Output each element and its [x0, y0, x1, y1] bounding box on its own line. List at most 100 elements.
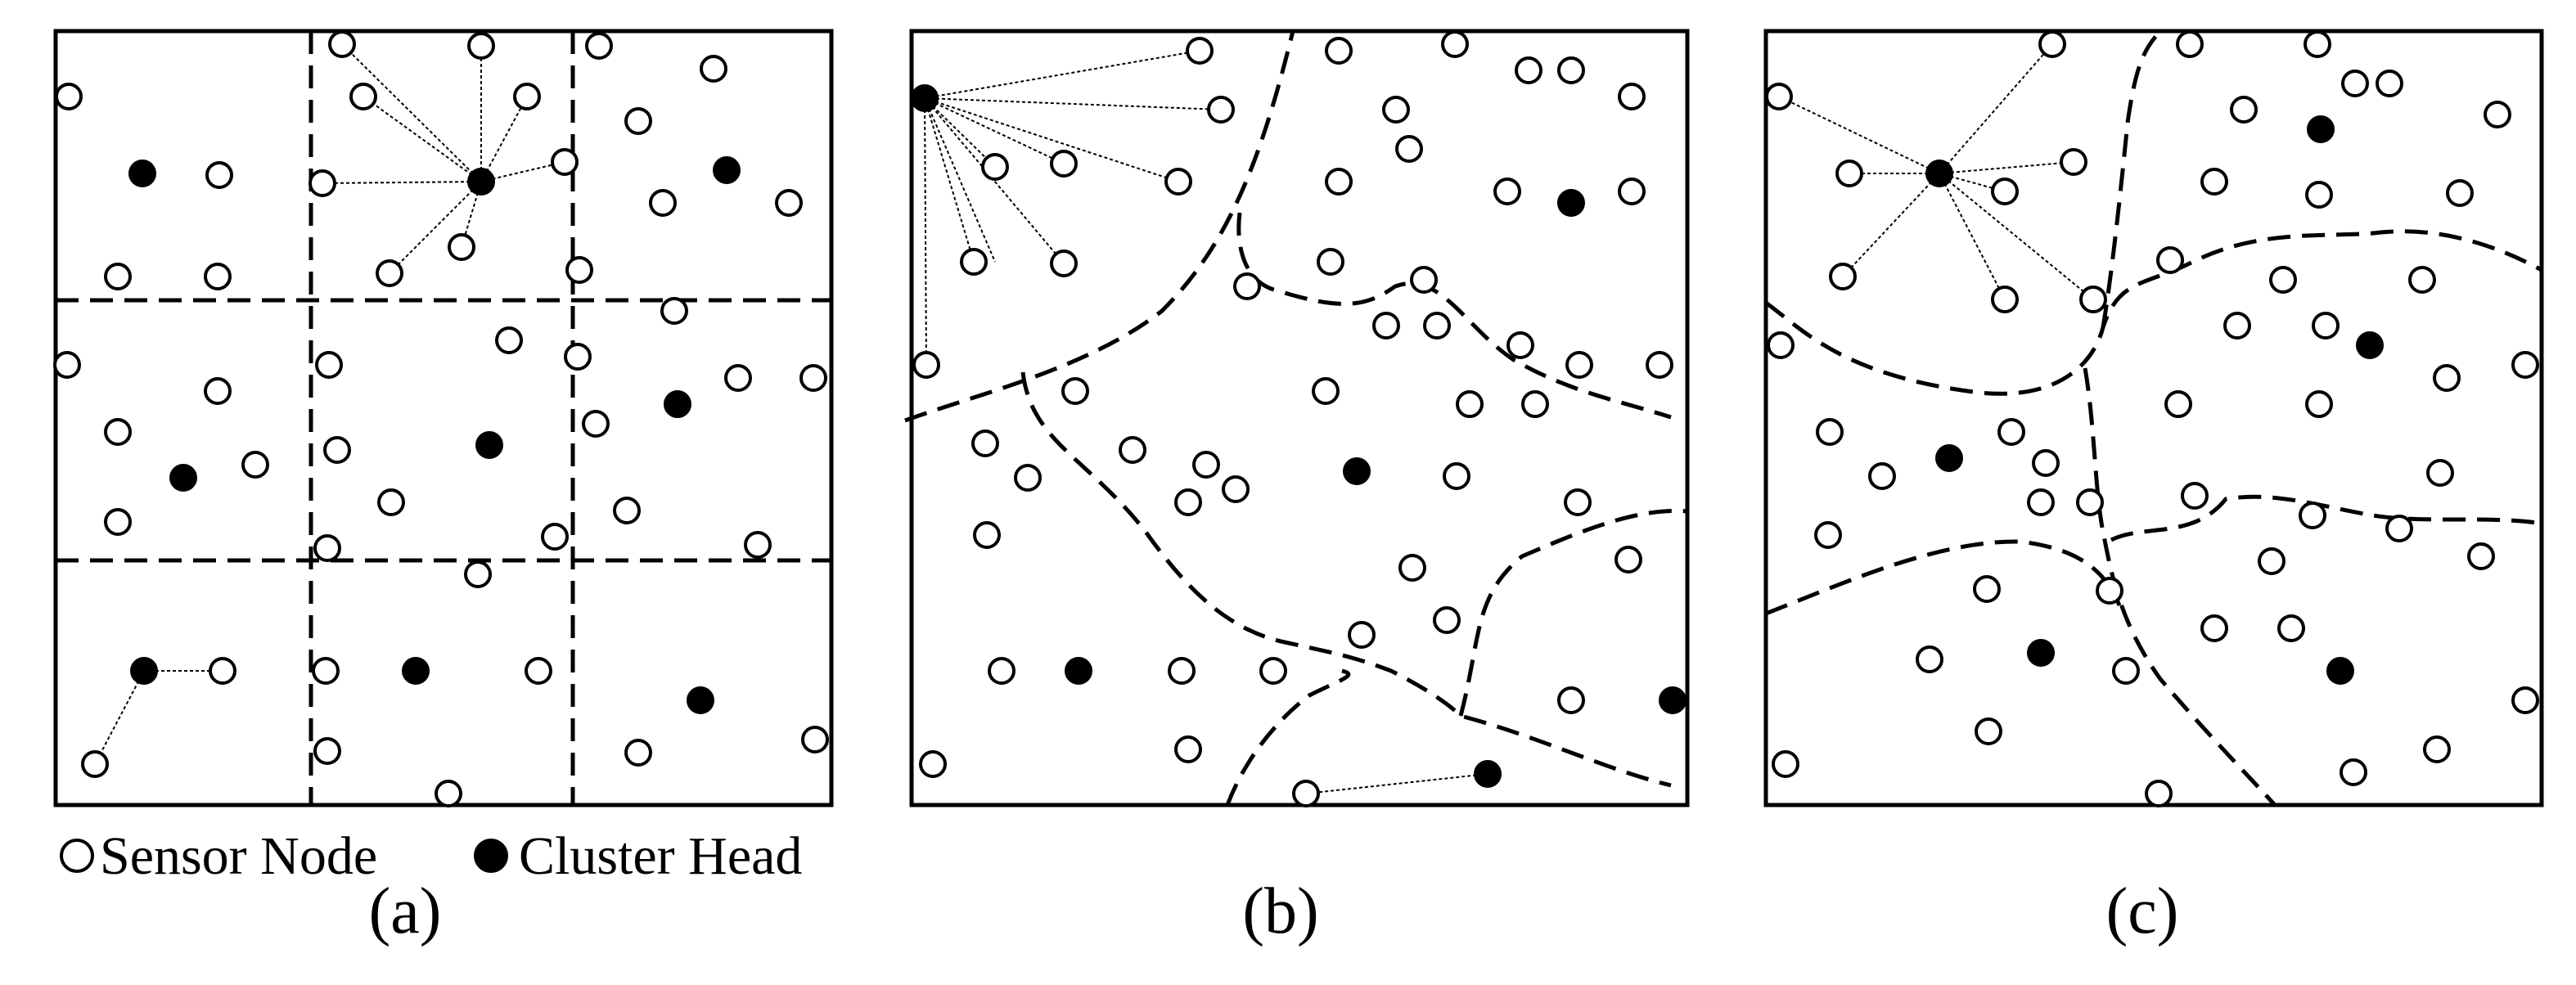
panel-c-links: [1778, 43, 2094, 300]
sensor-node: [204, 377, 232, 405]
sensor-node: [2079, 286, 2107, 313]
sensor-node: [1997, 418, 2025, 446]
region-boundary: [1765, 539, 2122, 616]
panel-a-label: (a): [369, 875, 442, 947]
head-to-node-link: [94, 670, 145, 765]
sensor-node: [585, 32, 613, 60]
sensor-node: [1991, 286, 2019, 313]
sensor-node: [448, 233, 475, 261]
sensor-node: [1423, 312, 1451, 340]
cluster-head: [713, 156, 741, 184]
sensor-node: [104, 508, 132, 536]
sensor-node: [2223, 312, 2251, 340]
sensor-node: [2032, 449, 2060, 477]
region-boundary: [2110, 494, 2542, 542]
panel-a-cluster-boundaries: [56, 31, 831, 805]
sensor-node: [799, 364, 827, 392]
sensor-node: [349, 83, 377, 110]
head-to-node-link: [480, 96, 528, 182]
sensor-node: [2511, 351, 2539, 379]
sensor-node: [1410, 266, 1438, 294]
sensor-node: [981, 153, 1009, 181]
sensor-node: [988, 657, 1016, 685]
sensor-node: [775, 189, 803, 217]
sensor-node: [1916, 645, 1943, 673]
sensor-node: [2446, 179, 2474, 207]
cluster-head: [664, 390, 691, 418]
region-boundary: [1236, 212, 1672, 420]
sensor-node: [2305, 390, 2333, 418]
sensor-node: [1325, 168, 1353, 196]
sensor-node: [55, 83, 83, 110]
cluster-head: [2307, 115, 2335, 143]
sensor-node: [2277, 614, 2305, 642]
sensor-node: [1973, 575, 2001, 603]
sensor-node: [1493, 178, 1521, 205]
sensor-node: [744, 531, 772, 559]
region-boundary: [2083, 367, 2277, 807]
sensor-node: [1991, 178, 2019, 205]
head-to-node-link: [1939, 173, 2006, 300]
cluster-head: [1925, 160, 1953, 187]
sensor-node: [1646, 351, 1673, 379]
sensor-node: [1325, 37, 1353, 65]
sensor-node: [1348, 621, 1376, 649]
head-to-node-link: [480, 161, 565, 182]
sensor-node: [2060, 148, 2087, 176]
cluster-head: [2356, 331, 2384, 359]
sensor-node: [1382, 96, 1410, 124]
sensor-node: [1615, 546, 1642, 573]
panel-b-nodes: [911, 30, 1687, 807]
sensor-node: [1119, 436, 1146, 464]
sensor-node: [973, 521, 1001, 549]
region-boundary: [904, 30, 1295, 423]
sensor-node: [104, 263, 132, 290]
sensor-node: [313, 737, 341, 765]
sensor-node: [1050, 150, 1078, 178]
sensor-node: [1168, 657, 1196, 685]
panel-a-nodes: [53, 30, 829, 807]
sensor-node: [1565, 351, 1593, 379]
cluster-head: [911, 84, 939, 112]
panel-a-links: [94, 43, 565, 765]
sensor-node: [649, 189, 677, 217]
sensor-node: [2181, 482, 2209, 510]
sensor-node: [1521, 390, 1549, 418]
sensor-node: [565, 256, 593, 284]
cluster-head: [1557, 189, 1585, 217]
sensor-node: [1186, 37, 1214, 65]
sensor-node: [2299, 501, 2326, 529]
sensor-node: [2269, 266, 2297, 294]
sensor-node: [2027, 488, 2055, 516]
sensor-node: [1061, 377, 1089, 405]
panel-b-region-clustering: [904, 29, 1690, 807]
panel-b-label: (b): [1242, 875, 1318, 947]
region-boundary: [2101, 29, 2162, 328]
sensor-node: [2312, 312, 2340, 340]
sensor-node: [919, 750, 947, 778]
sensor-node: [2484, 101, 2511, 128]
legend-cluster-head-marker: [474, 839, 508, 873]
sensor-node: [435, 780, 462, 807]
sensor-node: [1014, 464, 1042, 492]
panel-b-links: [924, 50, 1488, 794]
sensor-node: [312, 657, 340, 685]
sensor-node: [1395, 135, 1423, 163]
sensor-node: [624, 107, 652, 135]
head-to-node-link: [924, 97, 927, 366]
sensor-node: [1456, 390, 1484, 418]
sensor-node: [2408, 266, 2436, 294]
cluster-head: [1343, 457, 1371, 485]
region-boundary: [1764, 229, 2543, 396]
cluster-head: [2027, 639, 2055, 667]
panel-c-border: [1763, 29, 2544, 807]
sensor-node: [1192, 451, 1220, 479]
sensor-node: [1441, 30, 1469, 58]
sensor-node: [1564, 488, 1592, 516]
sensor-node: [2258, 547, 2286, 575]
sensor-node: [495, 326, 523, 354]
sensor-node: [551, 148, 579, 176]
sensor-node: [323, 436, 351, 464]
legend-sensor-node-label: Sensor Node: [100, 826, 377, 886]
sensor-node: [2145, 780, 2173, 807]
